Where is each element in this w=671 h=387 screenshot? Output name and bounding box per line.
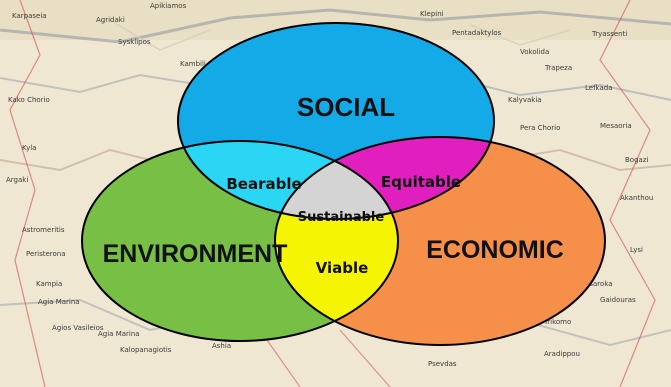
map-place-label: Lefkada bbox=[585, 84, 613, 92]
map-place-label: Argaki bbox=[6, 176, 28, 184]
map-place-label: Apikiamos bbox=[150, 2, 187, 10]
map-place-label: Trikomo bbox=[543, 318, 571, 326]
circle-outlines bbox=[81, 22, 606, 346]
map-place-label: Kampia bbox=[36, 280, 62, 288]
environment-label: ENVIRONMENT bbox=[103, 240, 288, 268]
map-place-label: Tosaroka bbox=[581, 280, 613, 288]
map-place-label: Vokolida bbox=[520, 48, 549, 56]
map-place-label: Pera Chorio bbox=[520, 124, 560, 132]
map-place-label: Agios Vasileios bbox=[52, 324, 104, 332]
map-place-label: Sysklipos bbox=[118, 38, 151, 46]
sustainable-label: Sustainable bbox=[298, 210, 385, 225]
equitable-label: Equitable bbox=[381, 173, 461, 191]
sustainable-overlap bbox=[275, 141, 398, 219]
bearable-label: Bearable bbox=[226, 175, 301, 193]
map-place-label: Gaidouras bbox=[600, 296, 636, 304]
map-place-label: Kako Chorio bbox=[8, 96, 50, 104]
map-place-label: Peristerona bbox=[26, 250, 66, 258]
social-label: SOCIAL bbox=[297, 92, 395, 122]
map-place-label: Pentadaktylos bbox=[452, 29, 502, 37]
map-place-label: Psevdas bbox=[428, 360, 457, 368]
map-place-label: Trapeza bbox=[544, 64, 572, 72]
map-place-label: Kambili bbox=[180, 60, 206, 68]
map-place-label: Bogazi bbox=[625, 156, 648, 164]
map-place-label: Agridaki bbox=[96, 16, 125, 24]
map-place-label: Aradippou bbox=[544, 350, 580, 358]
viable-label: Viable bbox=[316, 259, 369, 277]
map-place-label: Karpaseia bbox=[12, 12, 47, 20]
map-place-label: Mesaoria bbox=[600, 122, 632, 130]
map-place-label: Lysi bbox=[630, 246, 643, 254]
map-place-label: Klepini bbox=[420, 10, 444, 18]
map-place-label: Akanthou bbox=[620, 194, 653, 202]
map-place-label: Astromeritis bbox=[22, 226, 65, 234]
map-place-label: Kalyvakia bbox=[508, 96, 542, 104]
map-place-label: Kalopanagiotis bbox=[120, 346, 172, 354]
economic-label: ECONOMIC bbox=[426, 236, 564, 264]
map-place-label: Agia Marina bbox=[98, 330, 140, 338]
map-place-label: Tryassenti bbox=[591, 30, 627, 38]
map-place-label: Ashia bbox=[212, 342, 231, 350]
map-place-label: Kyla bbox=[22, 144, 36, 152]
map-place-label: Agia Marina bbox=[38, 298, 80, 306]
